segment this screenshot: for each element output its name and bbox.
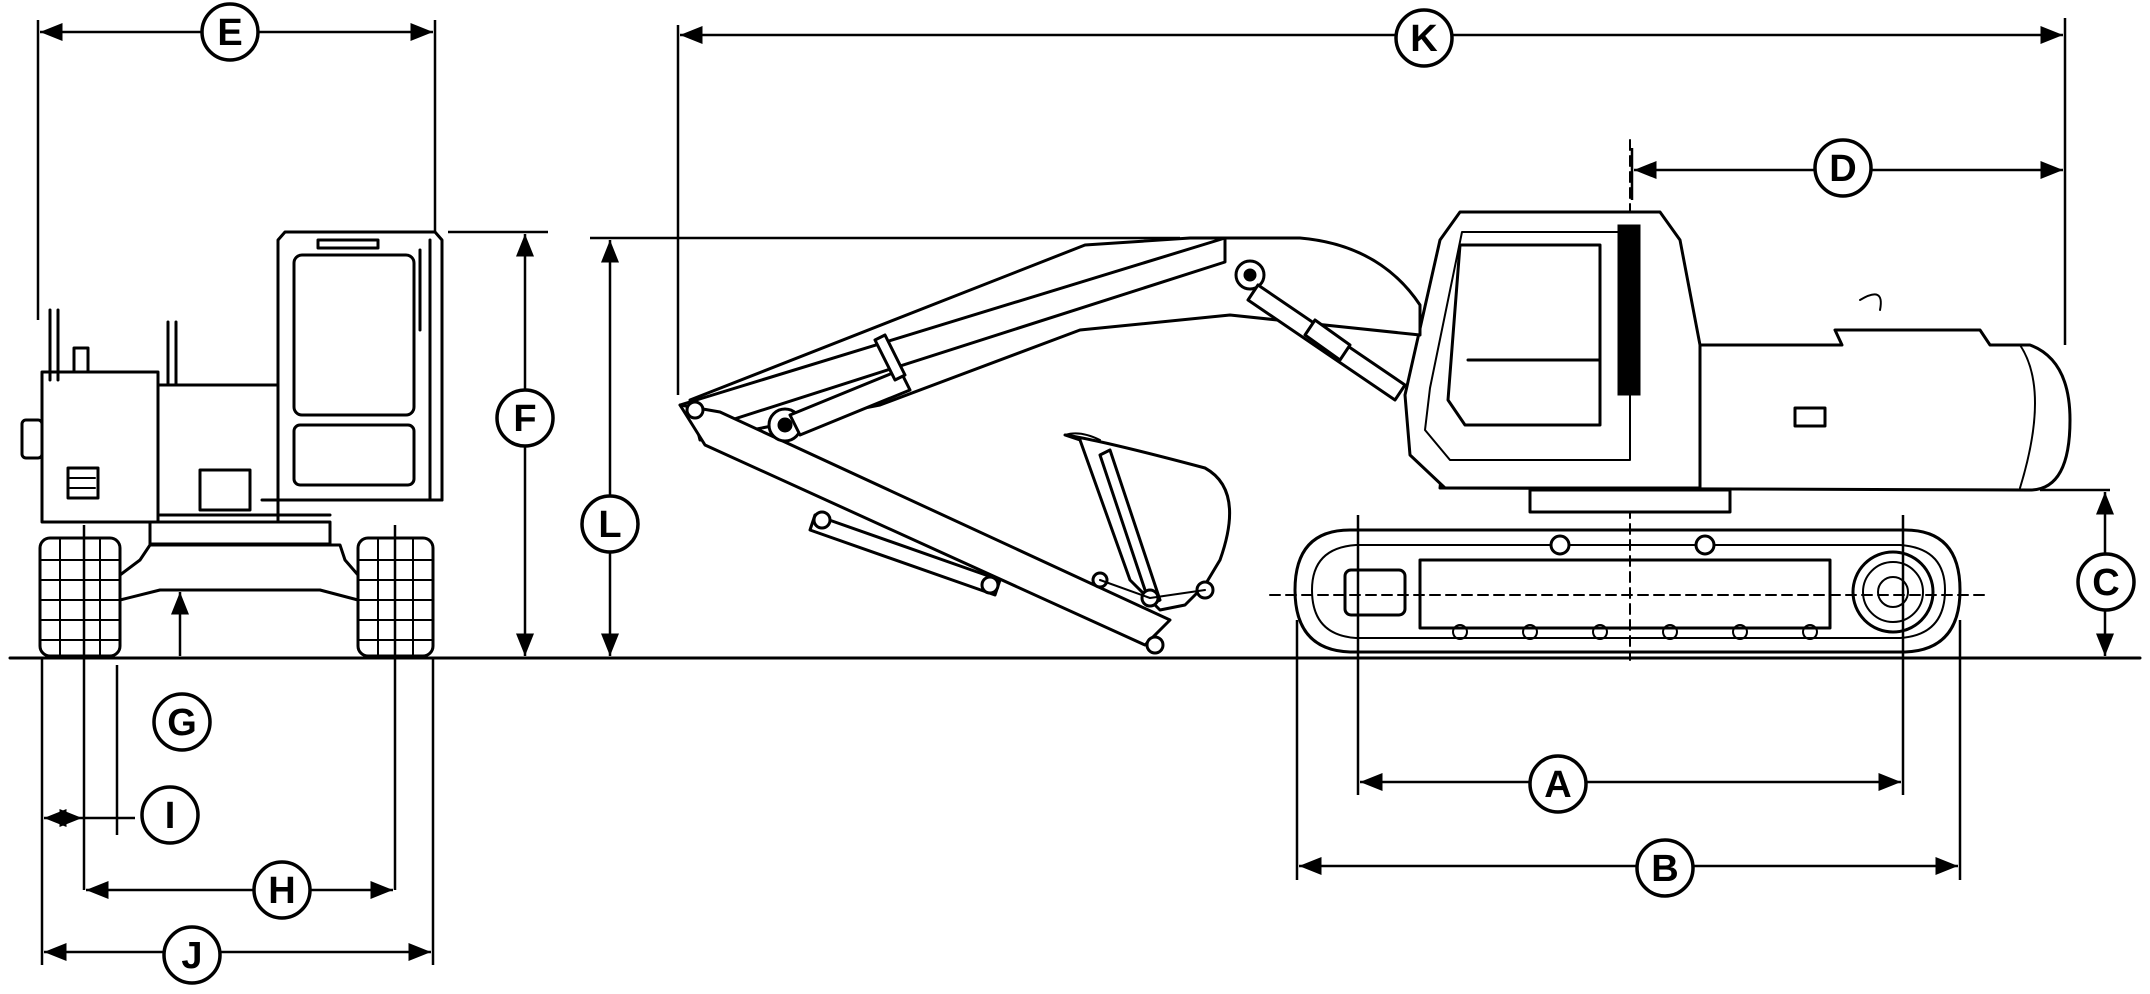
front-bottom-extension-lines bbox=[40, 525, 435, 965]
side-bottom-extension-lines bbox=[1295, 515, 1962, 880]
label-b: B bbox=[1635, 838, 1695, 898]
svg-text:A: A bbox=[1544, 764, 1571, 806]
label-j: J bbox=[162, 925, 222, 985]
svg-text:F: F bbox=[513, 398, 536, 440]
label-g: G bbox=[152, 692, 212, 752]
dimension-k bbox=[676, 18, 2067, 395]
label-d: D bbox=[1813, 138, 1873, 198]
label-h: H bbox=[252, 860, 312, 920]
label-l: L bbox=[580, 494, 640, 554]
svg-text:C: C bbox=[2092, 562, 2119, 604]
svg-text:K: K bbox=[1410, 18, 1438, 60]
label-i: I bbox=[140, 785, 200, 845]
svg-text:E: E bbox=[217, 12, 242, 54]
side-view-excavator bbox=[678, 139, 2072, 661]
label-e: E bbox=[200, 2, 260, 62]
svg-text:G: G bbox=[167, 702, 197, 744]
svg-text:L: L bbox=[598, 504, 621, 546]
svg-text:I: I bbox=[165, 795, 176, 837]
label-k: K bbox=[1394, 8, 1454, 68]
svg-text:D: D bbox=[1829, 148, 1856, 190]
svg-text:B: B bbox=[1651, 848, 1678, 890]
label-f: F bbox=[495, 388, 555, 448]
label-a: A bbox=[1528, 754, 1588, 814]
label-c: C bbox=[2076, 552, 2136, 612]
svg-text:H: H bbox=[268, 870, 295, 912]
svg-text:J: J bbox=[181, 935, 202, 977]
dimension-l bbox=[590, 236, 1180, 656]
